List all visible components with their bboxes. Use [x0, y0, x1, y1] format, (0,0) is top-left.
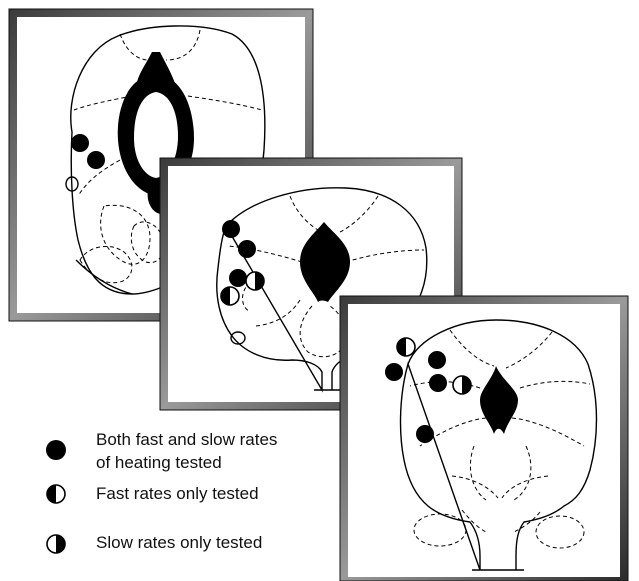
panel-2-site-marker-slow-only — [246, 272, 264, 290]
panel-3-canvas — [348, 304, 620, 577]
legend-filled-circle-icon — [46, 440, 66, 460]
legend-item-both-rates: Both fast and slow rates of heating test… — [46, 430, 277, 472]
panel-3-site-marker-fast-only — [397, 338, 415, 356]
legend-item-slow-only: Slow rates only tested — [47, 533, 262, 553]
panel-2-site-marker-fast-only — [221, 287, 239, 305]
panel-3-site-marker — [429, 374, 447, 392]
panel-3-site-marker — [428, 351, 446, 369]
legend-label-both-line-2: of heating tested — [96, 453, 222, 472]
legend-label-fast-only: Fast rates only tested — [96, 484, 259, 503]
panel-3-site-marker — [416, 425, 434, 443]
legend-label-both-line-1: Both fast and slow rates — [96, 430, 277, 449]
legend: Both fast and slow rates of heating test… — [46, 430, 277, 553]
panel-3-site-marker-slow-only — [453, 376, 471, 394]
panel-2-site-marker — [222, 220, 240, 238]
panel-2-site-marker — [229, 269, 247, 287]
panel-3 — [340, 296, 628, 581]
panel-3-site-marker — [385, 363, 403, 381]
panel-1-site-marker — [71, 134, 89, 152]
legend-item-fast-only: Fast rates only tested — [47, 484, 259, 503]
panel-1-site-marker — [87, 151, 105, 169]
legend-left-half-circle-icon — [47, 485, 65, 503]
panel-2-site-marker — [238, 240, 256, 258]
legend-right-half-circle-icon — [47, 535, 65, 553]
legend-label-slow-only: Slow rates only tested — [96, 533, 262, 552]
